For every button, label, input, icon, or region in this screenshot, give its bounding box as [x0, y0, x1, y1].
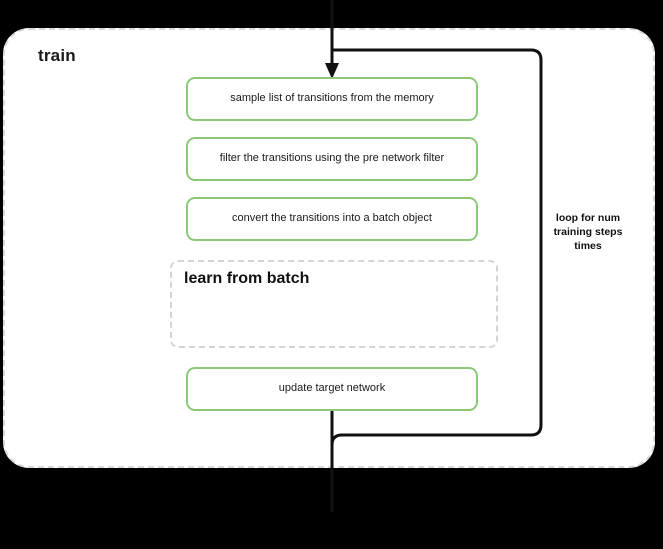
step-box[interactable]: convert the transitions into a batch obj… [186, 197, 478, 241]
step-label: filter the transitions using the pre net… [219, 152, 445, 165]
learn-from-batch-block[interactable]: learn from batch [170, 260, 498, 348]
step-box[interactable]: sample list of transitions from the memo… [186, 77, 478, 121]
step-label: convert the transitions into a batch obj… [232, 212, 432, 225]
page-title: train [38, 46, 76, 65]
step-label: update target network [278, 382, 386, 395]
loop-caption: loop for num training steps times [553, 212, 623, 252]
step-box[interactable]: update target network [186, 367, 478, 411]
step-label: sample list of transitions from the memo… [230, 92, 434, 105]
step-box[interactable]: filter the transitions using the pre net… [186, 137, 478, 181]
learn-from-batch-label: learn from batch [184, 270, 310, 287]
